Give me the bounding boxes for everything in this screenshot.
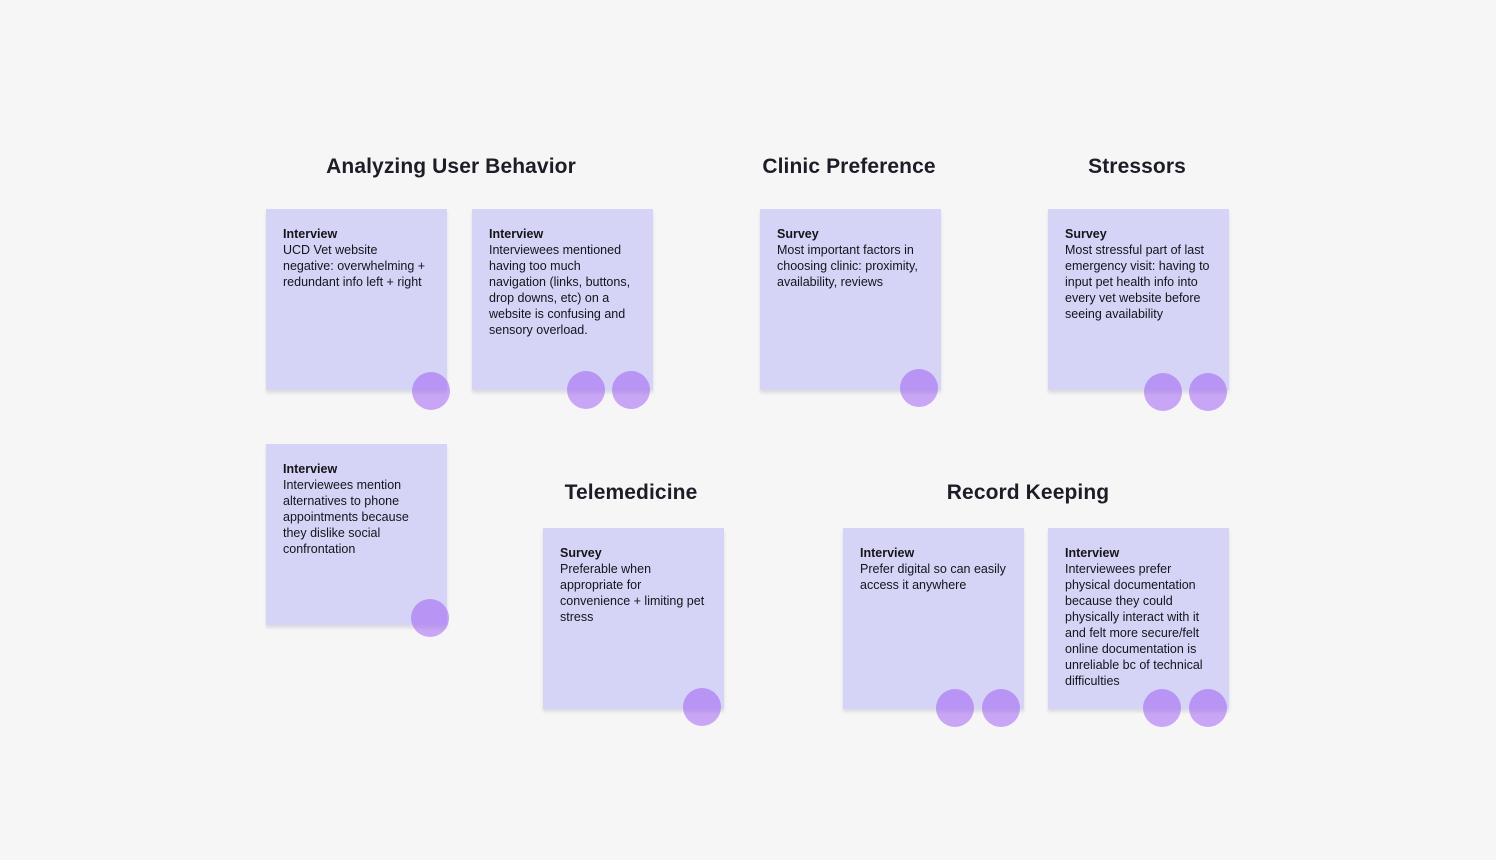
note-source-label: Interview	[1065, 546, 1120, 560]
sticky-note[interactable]: Interview Interviewees mentioned having …	[472, 209, 653, 409]
note-body-text: Interviewees mention alternatives to pho…	[283, 478, 409, 556]
stamp-dot-icon	[1189, 373, 1227, 411]
note-source-label: Interview	[860, 546, 915, 560]
note-body-text: Preferable when appropriate for convenie…	[560, 562, 705, 624]
sticky-note[interactable]: Survey Most important factors in choosin…	[760, 209, 941, 407]
section-title-record-keeping: Record Keeping	[946, 481, 1110, 504]
note-source-label: Interview	[489, 227, 544, 241]
section-title-stressors: Stressors	[1088, 155, 1186, 178]
sticky-note[interactable]: Survey Preferable when appropriate for c…	[543, 528, 724, 726]
note-body-text: UCD Vet website negative: overwhelming +…	[283, 243, 426, 289]
note-body-text: Interviewees mentioned having too much n…	[489, 243, 631, 337]
note-body-text: Most stressful part of last emergency vi…	[1065, 243, 1210, 321]
note-source-label: Interview	[283, 227, 338, 241]
note-source-label: Survey	[560, 546, 602, 560]
sticky-note[interactable]: Interview Prefer digital so can easily a…	[843, 528, 1024, 727]
stamp-dot-icon	[683, 688, 721, 726]
stamp-dot-icon	[900, 369, 938, 407]
note-body-text: Most important factors in choosing clini…	[777, 243, 918, 289]
sticky-note[interactable]: Interview Interviewees prefer physical d…	[1048, 528, 1229, 727]
section-title-analyzing-user-behavior: Analyzing User Behavior	[326, 155, 576, 178]
stamp-dot-icon	[567, 371, 605, 409]
stamp-dot-icon	[412, 372, 450, 410]
sticky-note[interactable]: Survey Most stressful part of last emerg…	[1048, 209, 1229, 411]
note-body-text: Interviewees prefer physical documentati…	[1065, 562, 1203, 688]
note-source-label: Survey	[777, 227, 819, 241]
stamp-dot-icon	[936, 689, 974, 727]
note-source-label: Survey	[1065, 227, 1107, 241]
note-source-label: Interview	[283, 462, 338, 476]
stamp-dot-icon	[1144, 373, 1182, 411]
section-title-telemedicine: Telemedicine	[564, 481, 698, 504]
stamp-dot-icon	[612, 371, 650, 409]
sticky-note[interactable]: Interview UCD Vet website negative: over…	[266, 209, 450, 410]
stamp-dot-icon	[411, 599, 449, 637]
note-body-text: Prefer digital so can easily access it a…	[860, 562, 1006, 592]
section-title-clinic-preference: Clinic Preference	[762, 155, 936, 178]
stamp-dot-icon	[1143, 689, 1181, 727]
sticky-note[interactable]: Interview Interviewees mention alternati…	[266, 444, 449, 637]
stamp-dot-icon	[982, 689, 1020, 727]
stamp-dot-icon	[1189, 689, 1227, 727]
